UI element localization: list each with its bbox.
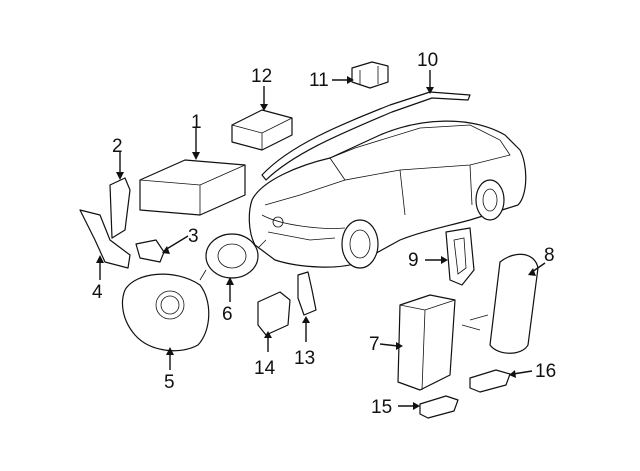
callout-6: 6 [222,304,233,325]
callout-11: 11 [309,70,329,91]
part-11-sensor [351,61,389,89]
callout-1: 1 [191,112,202,133]
part-4-bracket [79,209,131,269]
part-2-bracket [109,177,131,239]
part-13-sensor [297,271,317,316]
part-10-curtain-airbag [261,91,471,181]
callout-12: 12 [251,66,272,87]
part-16-sensor [469,369,511,393]
callout-8: 8 [544,245,555,266]
part-12-control-module [231,109,293,151]
callout-2: 2 [112,136,123,157]
part-5-driver-airbag [121,273,210,352]
leader-lines [96,70,546,410]
callout-7: 7 [369,334,380,355]
callout-3: 3 [188,226,199,247]
callout-5: 5 [164,372,175,393]
callout-15: 15 [371,397,392,418]
callout-13: 13 [294,348,315,369]
part-14-bracket [257,291,291,336]
callout-14: 14 [254,358,276,379]
callout-9: 9 [408,250,419,271]
sedan-car-illustration [248,120,527,269]
part-7-airbag-module [397,294,456,391]
part-6-clock-spring [199,233,267,281]
callout-10: 10 [417,50,438,71]
part-1-passenger-airbag [139,159,246,216]
callout-16: 16 [535,361,556,382]
part-8-side-airbag [461,253,539,354]
part-9-bracket [445,227,475,286]
part-15-sensor [419,395,459,419]
callout-4: 4 [92,282,103,303]
part-3-bracket [135,239,165,263]
